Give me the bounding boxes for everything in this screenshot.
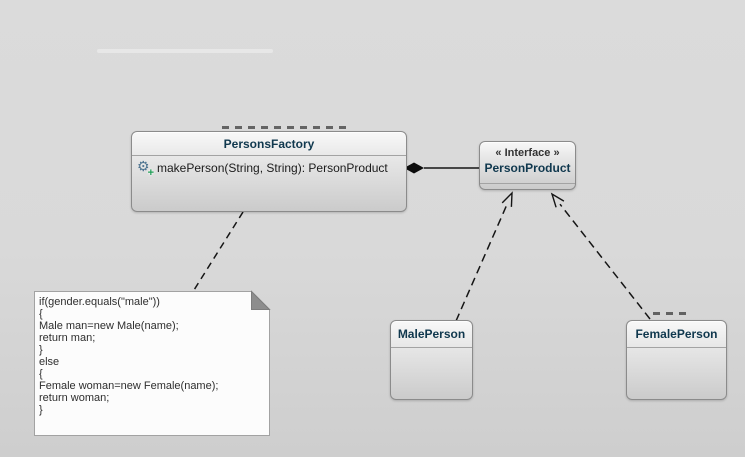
code-note-text[interactable]: if(gender.equals("male")) { Male man=new…	[39, 296, 263, 416]
code-line: return woman;	[39, 392, 110, 404]
code-line: }	[39, 344, 43, 356]
gear-plus-icon: ⚙ +	[137, 158, 154, 179]
faint-streak-artifact	[97, 49, 273, 53]
class-box-female-person[interactable]: FemalePerson	[626, 320, 727, 400]
composition-diamond-icon	[404, 162, 424, 174]
interface-box-person-product[interactable]: « Interface » PersonProduct	[479, 141, 576, 190]
realization-connector-female[interactable]	[559, 203, 651, 320]
class-title: FemalePerson	[627, 321, 726, 348]
realization-arrowhead-icon	[550, 192, 565, 208]
operations-compartment: ⚙ + makePerson(String, String): PersonPr…	[132, 156, 406, 179]
note-anchor-connector[interactable]	[193, 211, 244, 291]
operation-label: makePerson(String, String): PersonProduc…	[157, 161, 388, 175]
code-line: {	[39, 308, 43, 320]
clipped-text-artifact	[653, 312, 691, 315]
operation-row[interactable]: ⚙ + makePerson(String, String): PersonPr…	[132, 156, 406, 179]
interface-title: PersonProduct	[480, 160, 575, 184]
code-line: else	[39, 356, 60, 368]
note-fold-corner-icon	[251, 290, 271, 310]
code-note-shape[interactable]	[34, 291, 270, 436]
code-line: return man;	[39, 332, 96, 344]
code-line: Male man=new Male(name);	[39, 320, 179, 332]
realization-connector-male[interactable]	[455, 204, 508, 322]
code-line: Female woman=new Female(name);	[39, 380, 219, 392]
code-line: {	[39, 368, 43, 380]
clipped-text-artifact	[222, 126, 348, 129]
class-title: PersonsFactory	[132, 132, 406, 156]
class-box-male-person[interactable]: MalePerson	[390, 320, 473, 400]
code-line: }	[39, 404, 43, 416]
class-box-persons-factory[interactable]: PersonsFactory ⚙ + makePerson(String, St…	[131, 131, 407, 212]
class-title: MalePerson	[391, 321, 472, 348]
realization-arrowhead-icon	[501, 191, 513, 207]
code-line: if(gender.equals("male"))	[39, 296, 160, 308]
stereotype-label: « Interface »	[495, 147, 560, 159]
